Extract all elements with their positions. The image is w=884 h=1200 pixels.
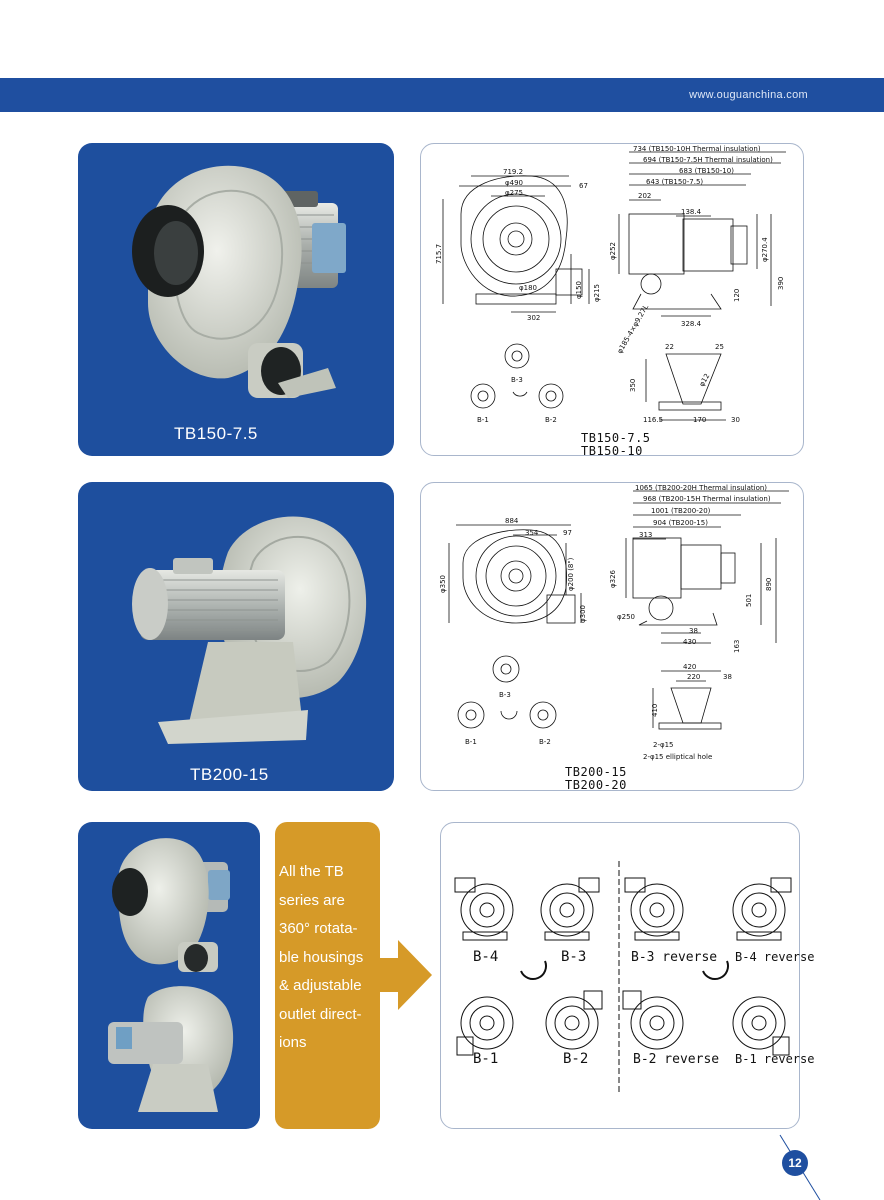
page-number: 12 (782, 1150, 808, 1176)
dim-170: 170 (693, 416, 706, 424)
tb-series-blower-images (108, 838, 234, 1112)
orientation-label-b1: B-1 (477, 416, 489, 424)
note-line: & adjustable (279, 977, 362, 994)
model-name: TB200-15 (565, 765, 627, 779)
dim-38b: 38 (723, 673, 732, 681)
tb200-dimension-drawing: 1065 (TB200-20H Thermal insulation) 968 … (439, 484, 789, 761)
dim-904: 904 (TB200-15) (653, 519, 708, 527)
dim-719: 719.2 (503, 168, 523, 176)
model-name: TB200-20 (565, 778, 627, 792)
orientation-b1: B-1 (473, 1051, 498, 1067)
tb-series-photo-panel (78, 822, 260, 1129)
note-line: 360° rotata- (279, 920, 358, 937)
dim-390: 390 (777, 277, 785, 290)
dim-302: 302 (527, 314, 540, 322)
tb150-dimension-drawing: 734 (TB150-10H Thermal insulation) 694 (… (435, 145, 786, 424)
dim-25: 25 (715, 343, 724, 351)
dim-220: 220 (687, 673, 700, 681)
rotatable-housing-note: All the TB series are 360° rotata- ble h… (275, 822, 380, 1129)
orientation-b2: B-2 (563, 1051, 588, 1067)
orientation-label-b2: B-2 (539, 738, 551, 746)
dim-150: φ150 (575, 281, 583, 299)
dim-67: 67 (579, 182, 588, 190)
dim-354: 354 (525, 529, 539, 537)
orientation-label-b3: B-3 (499, 691, 511, 699)
dim-200: φ200 (8") (567, 557, 575, 591)
dim-890: 890 (765, 578, 773, 591)
orientation-b2-reverse: B-2 reverse (633, 1052, 719, 1067)
dim-275: φ275 (505, 189, 523, 197)
tb150-photo-caption: TB150-7.5 (174, 424, 258, 443)
hole-label-2: 2-φ15 elliptical hole (643, 753, 712, 761)
dim-22: 22 (665, 343, 674, 351)
dim-252: φ252 (609, 242, 617, 260)
dim-884: 884 (505, 517, 519, 525)
dim-138: 138.4 (681, 208, 702, 216)
header-bar: www.ouguanchina.com (0, 78, 884, 112)
dim-643: 643 (TB150-7.5) (646, 178, 703, 186)
dim-30: 30 (731, 416, 740, 424)
dim-270: φ270.4 (761, 237, 769, 262)
website-url: www.ouguanchina.com (689, 89, 808, 101)
tb150-model-list: TB150-7.5 TB150-10 (581, 432, 651, 458)
dim-490: φ490 (505, 179, 523, 187)
dim-715: 715.7 (435, 244, 443, 264)
orientation-b4: B-4 (473, 949, 498, 965)
note-line: outlet direct- (279, 1005, 362, 1023)
orientation-label-b3: B-3 (511, 376, 523, 384)
tb200-photo-panel: TB200-15 (78, 482, 394, 791)
dim-180: φ180 (519, 284, 537, 292)
note-line: series are (279, 891, 345, 909)
right-arrow-icon (380, 940, 432, 1010)
note-line: ble housings (279, 948, 364, 966)
dim-683: 683 (TB150-10) (679, 167, 734, 175)
orientation-label-b2: B-2 (545, 416, 557, 424)
dim-97: 97 (563, 529, 572, 537)
tb200-model-list: TB200-15 TB200-20 (565, 766, 627, 792)
orientation-diagram: B-4 B-3 B-3 reverse B-4 reverse B-1 B-2 … (454, 861, 814, 1093)
model-name: TB150-7.5 (581, 431, 651, 445)
dim-968: 968 (TB200-15H Thermal insulation) (643, 495, 771, 503)
dim-694: 694 (TB150-7.5H Thermal insulation) (643, 156, 773, 164)
dim-163: 163 (733, 640, 741, 653)
dim-328: 328.4 (681, 320, 702, 328)
orientation-b3: B-3 (561, 949, 586, 965)
dim-501: 501 (745, 594, 753, 607)
tb150-blower-image (132, 165, 346, 398)
dim-300: φ300 (579, 605, 587, 623)
dim-350: 350 (629, 379, 637, 392)
dim-326: φ326 (609, 569, 617, 588)
dim-215: φ215 (593, 284, 601, 302)
dim-350b: φ350 (439, 575, 447, 593)
dim-12: φ12 (698, 372, 712, 388)
note-line: ions (279, 1034, 307, 1051)
tb150-drawing-panel: 734 (TB150-10H Thermal insulation) 694 (… (420, 143, 804, 458)
dim-1001: 1001 (TB200-20) (651, 507, 711, 515)
dim-1065: 1065 (TB200-20H Thermal insulation) (635, 484, 767, 492)
dim-410: 410 (651, 704, 659, 717)
tb200-drawing-panel: 1065 (TB200-20H Thermal insulation) 968 … (420, 482, 804, 792)
dim-313: 313 (639, 531, 652, 539)
orientation-b4-reverse: B-4 reverse (735, 950, 814, 964)
dim-38: 38 (689, 627, 698, 635)
dim-420: 420 (683, 663, 696, 671)
orientation-label-b1: B-1 (465, 738, 477, 746)
hole-label-1: 2-φ15 (653, 741, 674, 749)
model-name: TB150-10 (581, 444, 643, 458)
orientation-b1-reverse: B-1 reverse (735, 1052, 814, 1066)
dim-430: 430 (683, 638, 696, 646)
note-line: All the TB (279, 863, 344, 880)
tb200-blower-image (132, 516, 367, 744)
dim-185: φ185-4×φ9.27L (616, 303, 650, 355)
dim-202: 202 (638, 192, 651, 200)
dim-734: 734 (TB150-10H Thermal insulation) (633, 145, 761, 153)
dim-250: φ250 (617, 613, 635, 621)
orientation-diagram-panel: B-4 B-3 B-3 reverse B-4 reverse B-1 B-2 … (440, 822, 814, 1129)
tb200-photo-caption: TB200-15 (190, 765, 269, 784)
orientation-b3-reverse: B-3 reverse (631, 950, 717, 965)
dim-116: 116.5 (643, 416, 663, 424)
dim-120: 120 (733, 289, 741, 302)
tb150-photo-panel: TB150-7.5 (78, 143, 394, 456)
